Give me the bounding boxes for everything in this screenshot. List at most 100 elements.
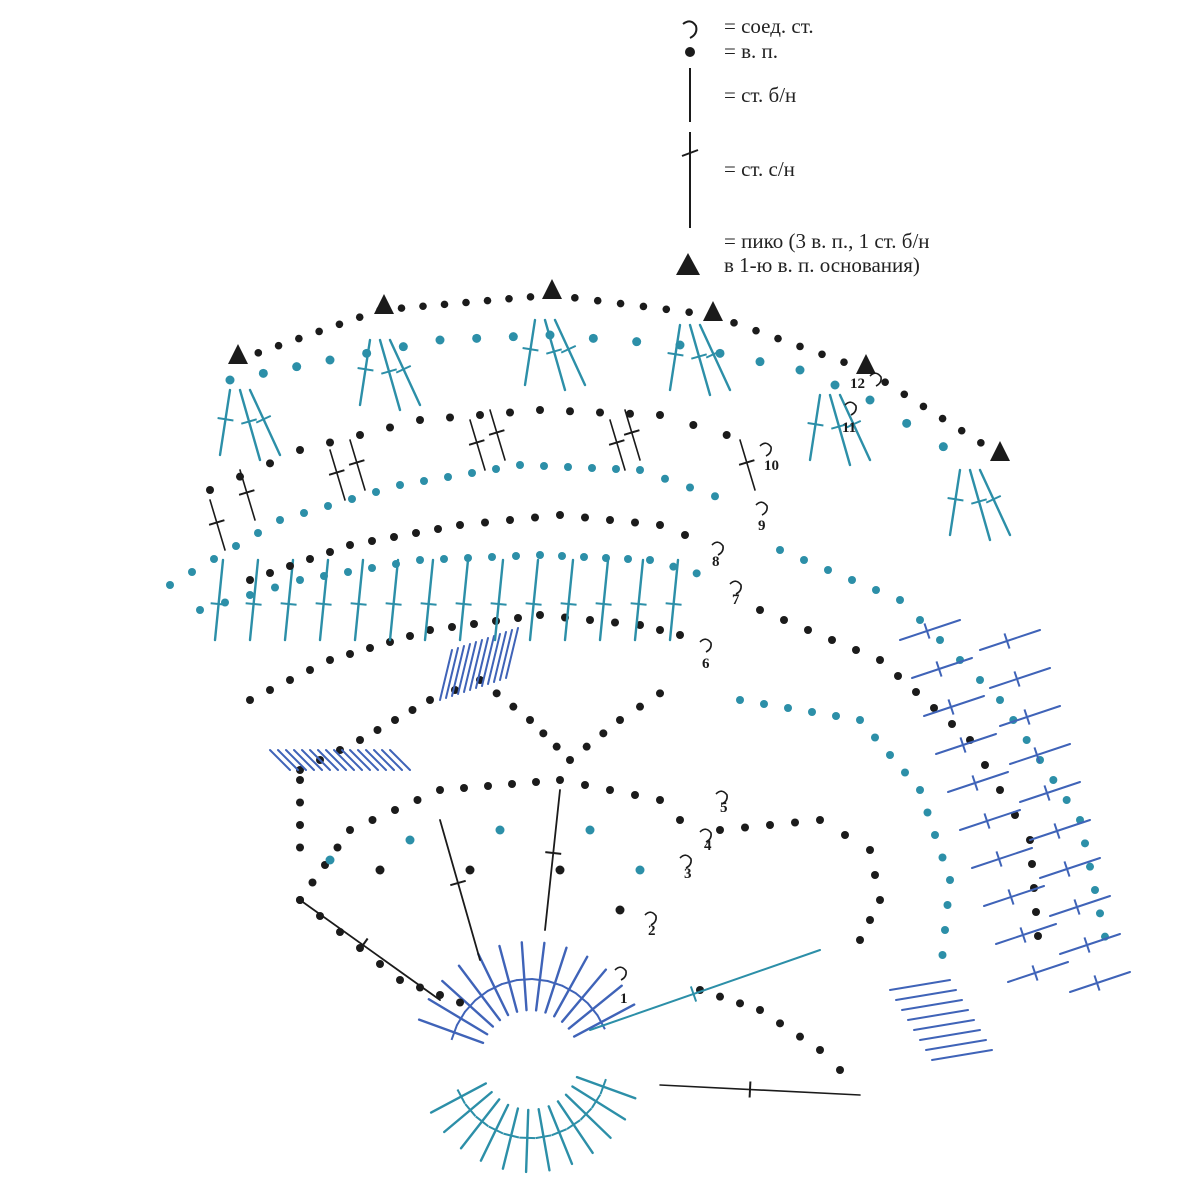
chain-dot [386,423,394,432]
chain-dot [602,554,610,562]
chain-dot [514,614,522,622]
double-crochet-stitch [989,667,1051,689]
chain-dot [1096,909,1104,918]
chain-dot [232,542,240,550]
chain-dot [258,368,268,378]
single-crochet-stitch [907,1009,969,1021]
slip-stitch-icon [682,20,698,39]
chain-dot [420,477,428,485]
picot-triangle [228,344,248,364]
chain-dot [711,492,719,501]
single-crochet-stitch [457,643,471,695]
chain-dot [948,720,956,728]
stitch-chart [166,279,1131,1174]
chain-dot [315,327,323,336]
double-crochet-stitch [571,1085,627,1121]
single-crochet-stitch [925,1039,987,1051]
chain-dot [722,431,731,439]
chain-dot [736,999,744,1008]
chain-dot [398,342,408,352]
chain-dot [556,511,564,519]
double-crochet-stitch [378,338,402,412]
double-crochet-crossbar [630,602,647,606]
single-crochet-stitch [349,749,371,771]
slip-stitch-arc [759,442,772,457]
chain-dot [531,513,539,522]
chain-dot [372,488,380,496]
chain-dot [492,465,500,473]
chain-dot [476,411,484,419]
chain-dot [876,896,884,904]
chain-dot [632,337,642,347]
slip-stitch-arc [869,372,882,387]
double-crochet-stitch [971,847,1033,869]
chain-dot [919,402,928,411]
double-crochet-crossbar [350,602,367,606]
double-crochet-crossbar [475,1115,489,1128]
chain-dot [946,876,954,884]
double-crochet-crossbar [531,978,548,982]
double-crochet-crossbar [1083,937,1091,953]
chain-dot [325,355,335,365]
chain-dot [390,533,398,541]
chain-dot [894,672,902,680]
double-crochet-crossbar [923,623,931,639]
double-crochet-crossbar [1031,965,1039,981]
chain-dot [1034,932,1042,940]
double-crochet-stitch [808,393,822,462]
chain-dot [373,726,382,734]
chain-dot [344,568,352,576]
double-crochet-stitch [1039,857,1101,879]
double-crochet-stitch [1029,819,1091,841]
chain-dot [444,473,452,481]
double-crochet-stitch [349,439,366,491]
chain-dot [516,461,524,469]
chain-dot [326,656,334,664]
chain-dot [391,806,399,814]
chain-dot [581,781,589,789]
chain-dot [492,689,501,698]
chain-dot [326,438,334,447]
double-crochet-stitch [553,955,589,1018]
chain-dot [324,502,332,510]
slip-stitch-arc [679,854,692,869]
chain-dot [676,816,684,824]
chain-dot [676,631,684,639]
chain-dot [556,776,564,784]
double-crochet-crossbar [947,699,955,715]
double-crochet-crossbar [1033,747,1041,763]
chain-dot [1032,908,1040,916]
double-crochet-stitch [959,809,1021,831]
picot-icon [676,253,700,275]
double-crochet-stitch [935,733,997,755]
double-crochet-crossbar [1003,633,1011,649]
chain-dot [581,513,589,522]
double-crochet-stitch [458,558,470,642]
chain-dot [536,406,544,414]
chain-dot [416,416,424,424]
double-crochet-crossbar [490,602,507,606]
chain-dot [434,525,442,533]
chain-dot [376,960,384,968]
double-crochet-crossbar [456,1089,466,1105]
chain-dot [419,302,427,311]
chain-dot [936,636,944,644]
chain-dot [766,821,774,829]
chain-dot [685,308,693,316]
chain-dot [692,569,701,578]
double-crochet-stitch [563,558,575,642]
single-crochet-stitch [341,749,363,771]
chain-dot [736,696,744,704]
chain-dot [856,716,864,724]
chain-dot [957,426,966,435]
double-crochet-stitch [609,419,626,471]
chain-dot [292,362,302,372]
double-crochet-stitch [329,449,346,501]
single-crochet-stitch [285,749,307,771]
chain-dot [582,742,591,751]
single-crochet-stitch [317,749,339,771]
chain-dot [593,296,602,305]
chain-dot [755,357,765,367]
double-crochet-crossbar [503,1132,520,1139]
row-number-10: 10 [764,458,779,474]
